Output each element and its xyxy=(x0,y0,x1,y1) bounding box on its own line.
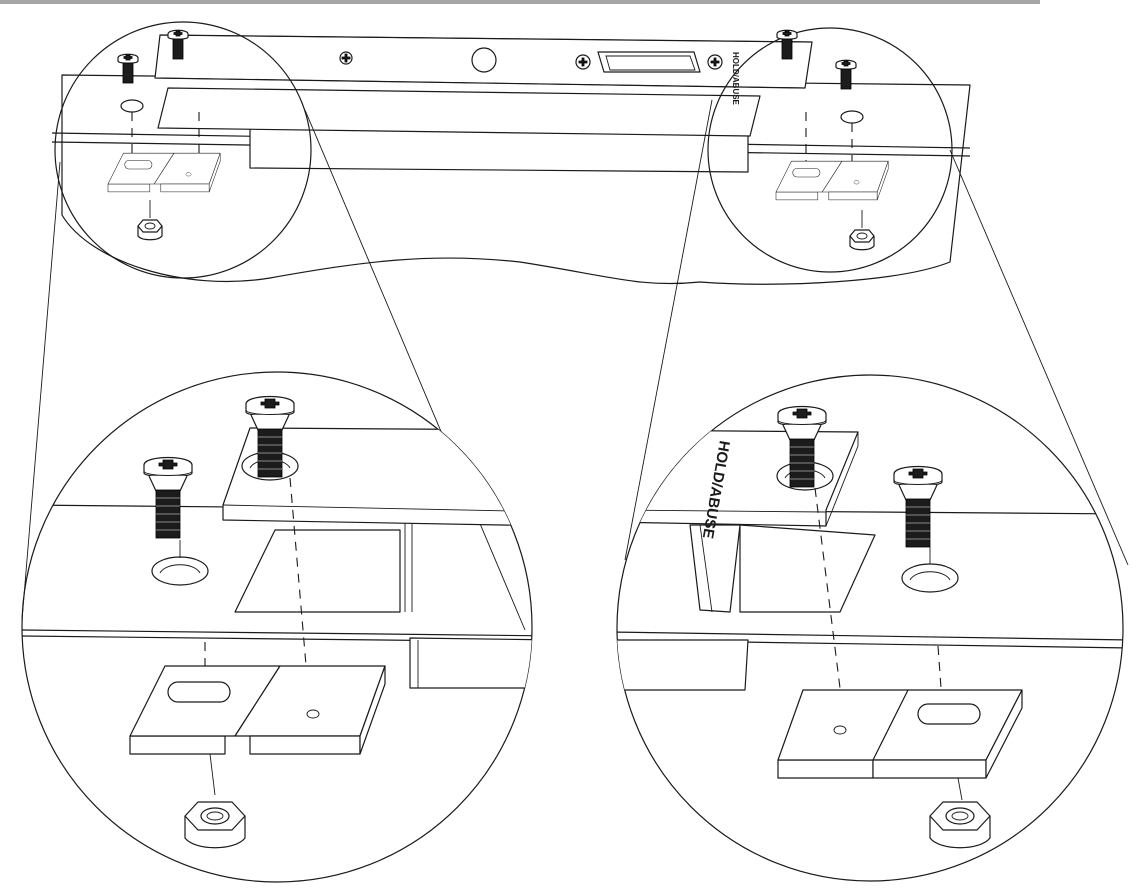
plate-screw-left xyxy=(575,54,591,70)
top-rule xyxy=(0,0,1040,4)
overview-assembly: HOLD/ABUSE xyxy=(51,21,971,285)
detail-circle-small-right xyxy=(707,27,953,273)
mounting-surface-outline xyxy=(61,74,971,285)
tab-clip-icon-right xyxy=(777,689,1023,779)
small-screw-icon-4 xyxy=(835,59,857,90)
plate-marking-small: HOLD/ABUSE xyxy=(731,52,740,106)
detail-circle-left xyxy=(21,371,533,883)
phillips-screw-icon-lower-left xyxy=(143,456,193,539)
small-nut-icon xyxy=(137,219,163,241)
callout-lines xyxy=(21,99,1129,631)
mortise-cutout xyxy=(234,529,401,613)
hex-nut-icon-right xyxy=(929,801,991,849)
surface-hole-right xyxy=(901,563,959,593)
tab-clip-icon-left xyxy=(129,665,386,755)
latch-keeper xyxy=(597,51,701,73)
plate-hole-center xyxy=(471,47,497,73)
detail-circle-right: HOLD/ABUSE xyxy=(616,374,1124,882)
mortise-cutout-right xyxy=(739,524,876,613)
detail-circle-small-left xyxy=(54,21,312,279)
small-tab-clip-icon-right xyxy=(775,160,889,201)
hex-nut-icon-left xyxy=(184,801,246,849)
small-nut-icon-right xyxy=(849,229,875,251)
plate-screw-right xyxy=(707,54,723,70)
plate-screw-small xyxy=(339,51,353,65)
small-screw-icon-1 xyxy=(117,53,139,84)
surface-hole-left xyxy=(151,556,209,586)
small-tab-clip-icon xyxy=(107,152,221,193)
phillips-screw-icon-lower-right xyxy=(893,465,943,548)
plate-mortise xyxy=(157,87,761,137)
